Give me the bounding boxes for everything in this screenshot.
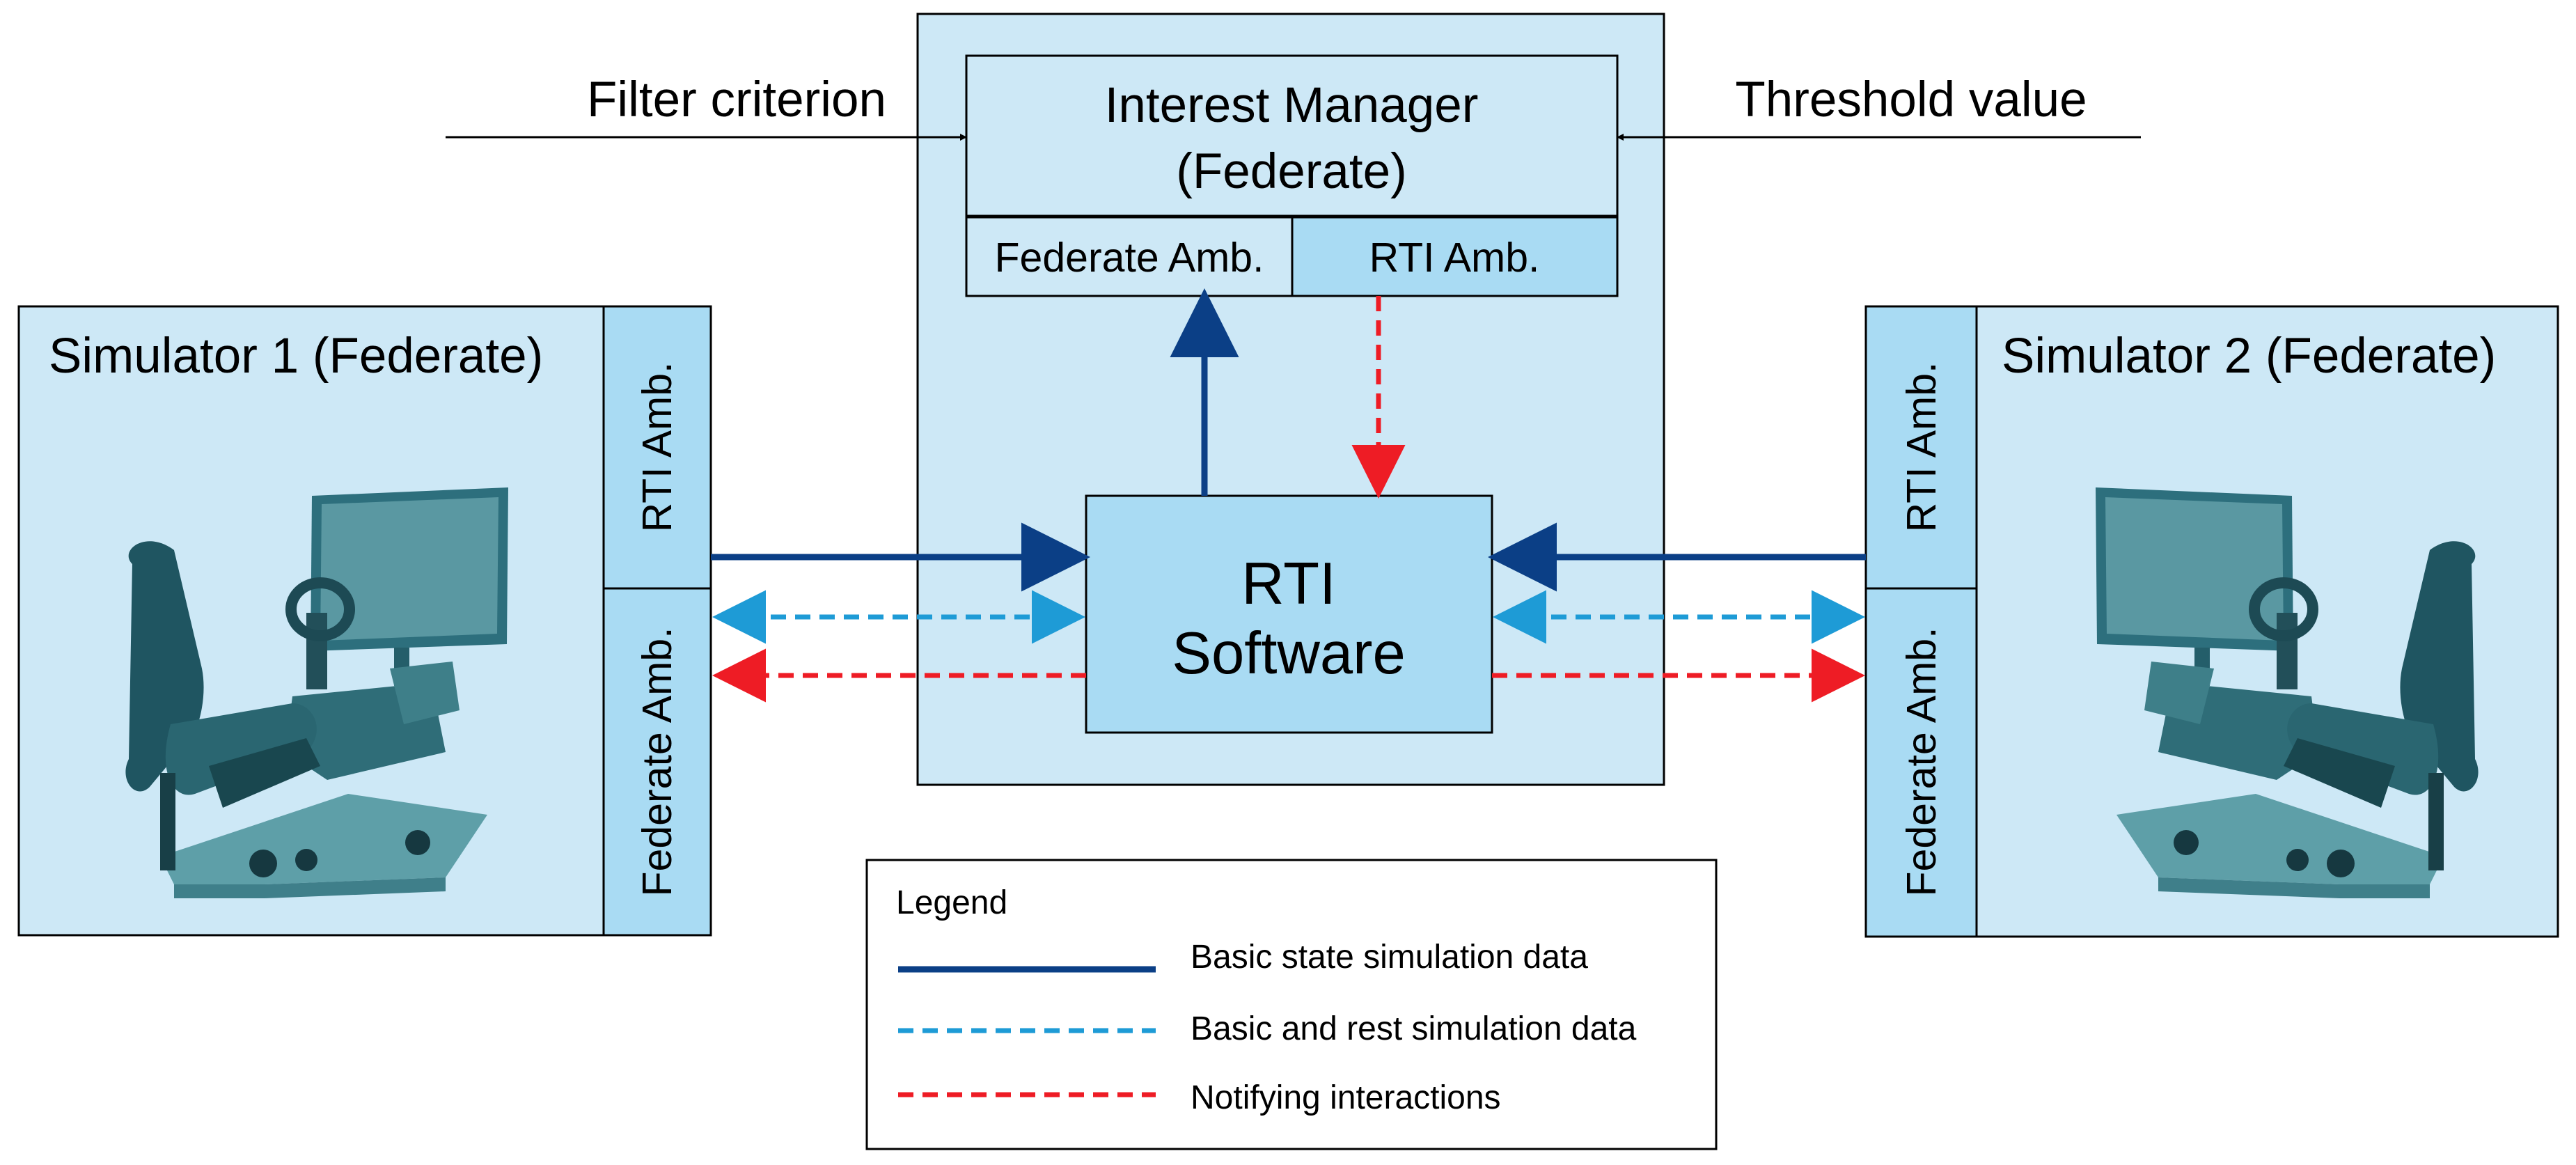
simulator1-federate-amb-cell (602, 587, 712, 937)
im-rti-amb-label: RTI Amb. (1369, 235, 1540, 281)
simulator1-rti-amb-label: RTI Amb. (634, 362, 680, 533)
im-rti-amb-cell (1291, 216, 1619, 297)
simulator1-rti-amb-cell (602, 305, 712, 590)
rti-software-box (1085, 494, 1493, 734)
simulator1-title: Simulator 1 (Federate) (49, 329, 543, 384)
legend-box (865, 859, 1718, 1150)
filter-criterion-label: Filter criterion (587, 72, 886, 127)
simulator2-federate-amb-label: Federate Amb. (1899, 627, 1945, 897)
legend-label-basic-rest: Basic and rest simulation data (1191, 1010, 1637, 1047)
simulator2-rti-amb-cell (1864, 305, 1978, 590)
interest-manager-title-line1: Interest Manager (1105, 78, 1479, 133)
im-federate-amb-cell (965, 216, 1294, 297)
legend-title: Legend (896, 884, 1007, 921)
rti-software-line2: Software (1172, 620, 1405, 687)
legend: Legend Basic state simulation data Basic… (865, 859, 1718, 1150)
threshold-value-label: Threshold value (1735, 72, 2087, 127)
rti-software-line1: RTI (1241, 551, 1335, 617)
simulator1-driving-simulator-icon (125, 487, 508, 898)
legend-label-notify: Notifying interactions (1191, 1079, 1501, 1116)
interest-manager-title-line2: (Federate) (1176, 144, 1406, 199)
simulator1-federate-amb-label: Federate Amb. (634, 627, 680, 897)
simulator2-rti-amb-label: RTI Amb. (1899, 362, 1945, 533)
simulator2-federate-amb-cell (1864, 587, 1978, 938)
legend-label-basic-state: Basic state simulation data (1191, 939, 1588, 976)
simulator2-title: Simulator 2 (Federate) (2002, 329, 2496, 384)
im-federate-amb-label: Federate Amb. (995, 235, 1264, 281)
simulator2-driving-simulator-icon (2096, 487, 2479, 898)
interest-manager-box (965, 54, 1619, 217)
